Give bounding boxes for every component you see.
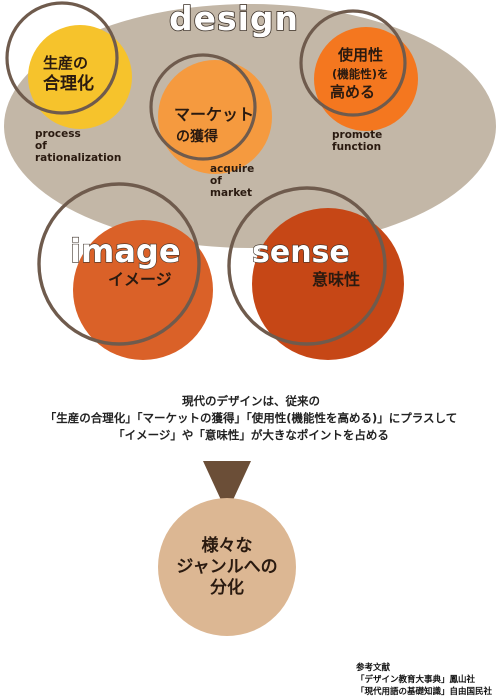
sense-ring	[227, 186, 387, 346]
caption-line-2: 「生産の合理化」「マーケットの獲得」「使用性(機能性を高める)」にプラスして	[44, 411, 458, 425]
market-jp-2: の獲得	[176, 128, 218, 145]
sense-jp: 意味性	[312, 270, 360, 289]
function-ring	[299, 9, 407, 117]
sense-en: sense	[252, 235, 350, 270]
rationalization-ring	[5, 1, 119, 115]
market-en-2: of	[210, 175, 222, 187]
image-en: image	[70, 232, 181, 270]
caption: 現代のデザインは、従来の 「生産の合理化」「マーケットの獲得」「使用性(機能性を…	[0, 393, 502, 444]
function-en-1: promote	[332, 129, 382, 141]
result-circle: 様々な ジャンルへの 分化	[158, 498, 296, 636]
caption-line-1: 現代のデザインは、従来の	[182, 394, 320, 408]
references: 参考文献 「デザイン教育大事典」鳳山社 「現代用語の基礎知識」自由国民社	[356, 662, 502, 698]
reference-item: 「デザイン教育大事典」鳳山社	[356, 675, 476, 685]
reference-item: 「現代用語の基礎知識」自由国民社	[356, 687, 493, 697]
rationalization-en-3: rationalization	[35, 152, 121, 164]
image-circle	[73, 220, 213, 360]
function-jp-2: (機能性)を	[332, 67, 389, 81]
sense-circle	[252, 208, 404, 360]
diagram-title: design	[169, 0, 299, 38]
references-heading: 参考文献	[356, 663, 391, 673]
market-jp-1: マーケット	[174, 105, 254, 124]
function-en-2: function	[332, 141, 381, 153]
rationalization-en-2: of	[35, 140, 47, 152]
result-line-3: 分化	[210, 577, 244, 598]
image-jp: イメージ	[108, 270, 172, 289]
rationalization-en-1: process	[35, 128, 81, 140]
market-circle	[158, 60, 272, 174]
function-jp-3: 高める	[330, 83, 375, 101]
caption-line-3: 「イメージ」や「意味性」が大きなポイントを占める	[113, 428, 389, 442]
market-en-3: market	[210, 187, 252, 199]
image-ring	[37, 182, 201, 346]
result-line-1: 様々な	[201, 535, 253, 556]
result-line-2: ジャンルへの	[176, 556, 278, 577]
function-circle	[314, 27, 418, 131]
design-diagram: design 生産の 合理化 process of rationalizatio…	[4, 0, 496, 360]
rationalization-jp-1: 生産の	[43, 54, 88, 72]
market-en-1: acquire	[210, 163, 254, 175]
function-jp-1: 使用性	[337, 46, 383, 64]
rationalization-circle	[28, 25, 132, 129]
rationalization-jp-2: 合理化	[43, 73, 94, 94]
market-ring	[149, 53, 257, 161]
